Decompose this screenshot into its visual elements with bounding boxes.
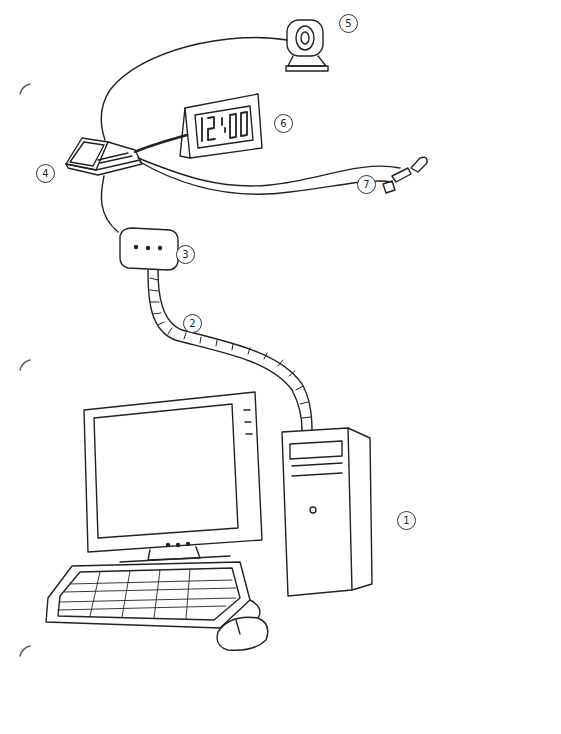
keyboard <box>46 562 250 628</box>
mouse <box>217 600 268 650</box>
hub-cable <box>101 176 118 232</box>
cable-connector <box>383 181 395 193</box>
binder-hole <box>20 646 30 656</box>
thick-cable <box>148 270 312 430</box>
callout-number: 7 <box>357 175 376 194</box>
monitor <box>84 392 262 562</box>
display-cable <box>135 135 187 152</box>
usb-hub <box>120 228 178 270</box>
cable-connector <box>392 168 411 182</box>
laptop-computer <box>66 138 142 175</box>
callout-number: 2 <box>183 314 202 333</box>
clock-display <box>180 94 262 158</box>
cable-connector <box>411 157 427 172</box>
tower-computer <box>282 428 372 596</box>
callout-number: 6 <box>274 114 293 133</box>
binder-hole <box>20 360 30 370</box>
speaker-cable <box>101 37 287 140</box>
usb-cable <box>140 162 392 194</box>
callout-number: 1 <box>397 511 416 530</box>
binder-hole <box>20 84 30 94</box>
speaker-device <box>286 20 328 71</box>
callout-number: 4 <box>36 164 55 183</box>
callout-number: 5 <box>339 14 358 33</box>
callout-number: 3 <box>176 245 195 264</box>
